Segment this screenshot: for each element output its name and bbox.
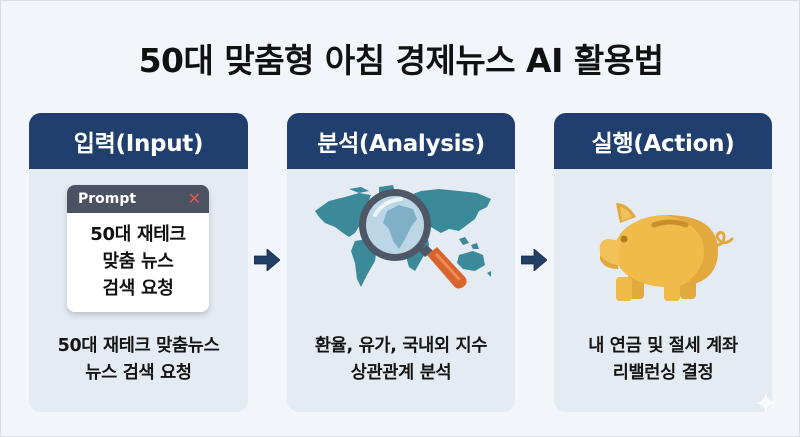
prompt-text: 50대 재테크 맞춤 뉴스 검색 요청 (67, 213, 209, 302)
step-action-panel: 실행(Action) 내 연금 및 절세 계좌 리밸 (554, 113, 772, 412)
prompt-bar-label: Prompt (78, 191, 137, 207)
caption-line: 내 연금 및 절세 계좌 (588, 336, 738, 356)
step-input-panel: 입력(Input) Prompt ✕ 50대 재테크 맞춤 뉴스 검색 요청 5… (29, 113, 248, 412)
step-analysis-header: 분석(Analysis) (287, 113, 515, 169)
step-input-caption: 50대 재테크 맞춤뉴스 뉴스 검색 요청 (29, 333, 248, 387)
caption-line: 환율, 유가, 국내외 지수 (314, 336, 488, 356)
page-title: 50대 맞춤형 아침 경제뉴스 AI 활용법 (138, 41, 664, 80)
close-icon: ✕ (187, 189, 201, 208)
prompt-line: 50대 재테크 (90, 224, 186, 245)
caption-line: 리밸런싱 결정 (612, 363, 714, 383)
arrow-right-icon (254, 249, 280, 271)
world-map-magnifier-icon (315, 185, 491, 289)
prompt-line: 검색 요청 (102, 278, 174, 299)
step-analysis-caption: 환율, 유가, 국내외 지수 상관관계 분석 (287, 333, 515, 387)
step-input-header: 입력(Input) (29, 113, 248, 169)
sparkle-icon (755, 392, 777, 414)
caption-line: 상관관계 분석 (350, 363, 452, 383)
piggy-bank-icon (599, 203, 734, 301)
step-action-caption: 내 연금 및 절세 계좌 리밸런싱 결정 (554, 333, 772, 387)
prompt-title-bar: Prompt ✕ (67, 185, 209, 213)
prompt-line: 맞춤 뉴스 (102, 251, 174, 272)
prompt-window-icon: Prompt ✕ 50대 재테크 맞춤 뉴스 검색 요청 (67, 185, 209, 312)
step-analysis-panel: 분석(Analysis) (287, 113, 515, 412)
caption-line: 50대 재테크 맞춤뉴스 (57, 336, 220, 356)
step-action-header: 실행(Action) (554, 113, 772, 169)
caption-line: 뉴스 검색 요청 (85, 363, 192, 383)
arrow-right-icon (521, 249, 547, 271)
